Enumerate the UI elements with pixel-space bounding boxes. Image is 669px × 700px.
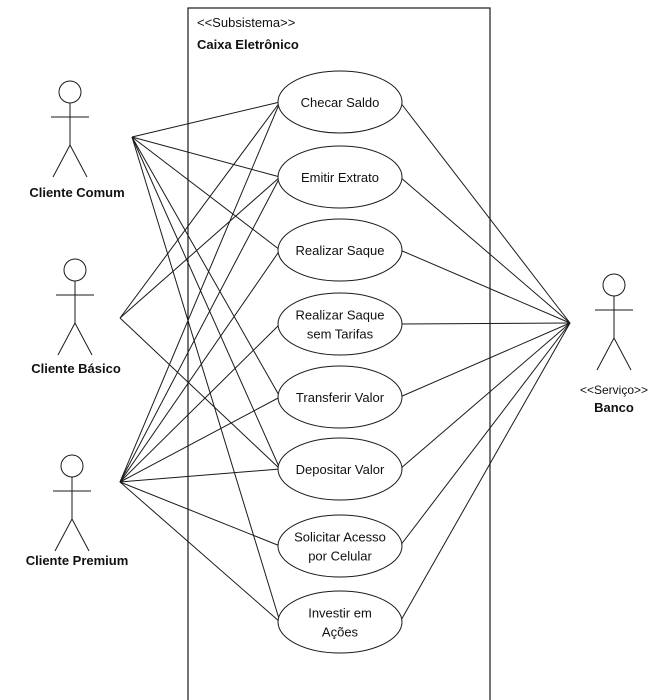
actor-comum: Cliente Comum (29, 80, 125, 200)
use-case-label: Depositar Valor (296, 462, 385, 477)
association-line (119, 176, 281, 319)
actor-right-leg (613, 337, 632, 371)
association-line (131, 136, 281, 623)
use-case-label: Realizar Saque (296, 308, 385, 323)
association-line (119, 249, 281, 483)
association-line (119, 468, 281, 483)
association-line (119, 317, 281, 470)
use-case-ellipse (277, 70, 403, 134)
association-line (399, 176, 571, 324)
association-line (119, 481, 281, 623)
use-case-ellipse (277, 218, 403, 282)
actor-right-leg (69, 144, 88, 178)
actor-left-leg (54, 518, 73, 552)
association-line (119, 176, 281, 483)
actor-left-leg (57, 322, 76, 356)
use-case-label: sem Tarifas (307, 327, 374, 342)
use-case-uc7: Solicitar Acesso por Celular (277, 514, 403, 578)
actor-banco: <<Serviço>> Banco (580, 273, 648, 415)
actor-head (58, 80, 82, 104)
use-case-label: Solicitar Acesso (294, 530, 386, 545)
use-case-uc5: Transferir Valor (277, 365, 403, 429)
use-case-label: Investir em (308, 606, 372, 621)
use-case-ellipse (277, 437, 403, 501)
actor-label: Cliente Comum (29, 185, 124, 200)
actor-label: Banco (594, 400, 634, 415)
use-case-label: Transferir Valor (296, 390, 385, 405)
use-case-ellipse (277, 590, 403, 654)
system-boundary: <<Subsistema>> Caixa Eletrônico (187, 7, 491, 700)
use-case-uc2: Emitir Extrato (277, 145, 403, 209)
use-case-label: Checar Saldo (301, 95, 380, 110)
use-case-label: Emitir Extrato (301, 170, 379, 185)
system-stereotype: <<Subsistema>> (197, 15, 295, 30)
actor-left-leg (596, 337, 615, 371)
actor-label: Cliente Básico (31, 361, 121, 376)
association-line (399, 249, 571, 324)
association-line (119, 323, 281, 483)
association-line (399, 322, 571, 623)
association-line (131, 136, 281, 398)
use-case-label: por Celular (308, 549, 372, 564)
association-line (131, 136, 281, 178)
actor-left-leg (52, 144, 71, 178)
associations-layer (119, 101, 571, 623)
use-case-uc6: Depositar Valor (277, 437, 403, 501)
association-line (119, 481, 281, 547)
association-line (399, 322, 571, 398)
actor-right-leg (71, 518, 90, 552)
use-case-uc8: Investir em Ações (277, 590, 403, 654)
association-line (119, 396, 281, 483)
association-line (131, 101, 281, 138)
association-line (399, 322, 571, 325)
use-case-ellipse (277, 145, 403, 209)
use-case-uc1: Checar Saldo (277, 70, 403, 134)
association-line (119, 101, 281, 483)
actor-stereotype: <<Serviço>> (580, 383, 648, 397)
association-line (399, 322, 571, 547)
actor-right-leg (74, 322, 93, 356)
actor-head (63, 258, 87, 282)
association-line (131, 136, 281, 251)
use-case-ellipse (277, 514, 403, 578)
use-case-ellipse (277, 365, 403, 429)
use-case-ellipse (277, 292, 403, 356)
system-boundary-box (187, 7, 491, 700)
association-line (399, 101, 571, 324)
actor-basico: Cliente Básico (31, 258, 121, 376)
system-name: Caixa Eletrônico (197, 37, 299, 52)
association-line (119, 101, 281, 319)
association-line (131, 136, 281, 470)
association-line (399, 322, 571, 470)
use-case-label: Realizar Saque (296, 243, 385, 258)
use-case-label: Ações (322, 625, 359, 640)
actor-head (602, 273, 626, 297)
use-case-uc3: Realizar Saque (277, 218, 403, 282)
actor-label: Cliente Premium (26, 553, 129, 568)
use-case-uc4: Realizar Saque sem Tarifas (277, 292, 403, 356)
actor-premium: Cliente Premium (26, 454, 129, 568)
actor-head (60, 454, 84, 478)
